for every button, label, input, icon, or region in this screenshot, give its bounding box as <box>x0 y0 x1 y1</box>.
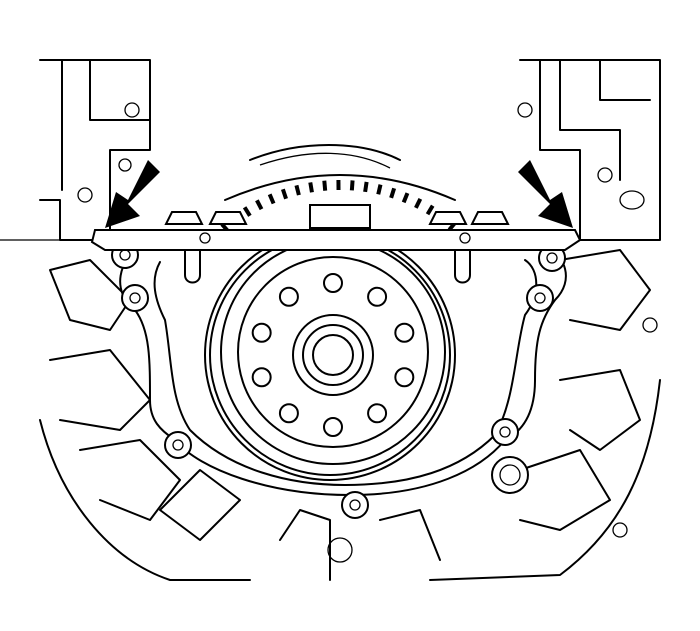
arrow-down-right-icon <box>105 160 160 228</box>
gear-tooth <box>425 204 435 216</box>
bolt-hole <box>367 286 388 307</box>
oil-pan-area <box>39 249 661 581</box>
gear-tooth <box>376 184 383 195</box>
bolt-head <box>428 211 468 225</box>
gear-tooth <box>242 206 252 217</box>
seal-housing <box>111 229 567 519</box>
mounting-bolt-hole <box>172 439 184 451</box>
mounting-bolt-hole <box>534 292 546 304</box>
upper-bolts <box>164 204 510 229</box>
mounting-bolt-hole <box>546 252 558 264</box>
mounting-ear <box>341 491 369 519</box>
arrow-down-left-icon <box>518 160 573 228</box>
mounting-ear <box>491 418 519 446</box>
bolt-hole <box>323 417 343 437</box>
gear-tooth <box>308 182 314 193</box>
bolt-hole <box>323 273 343 293</box>
bolt-head <box>164 211 204 225</box>
bolt-hole <box>394 322 415 343</box>
bolt-hole <box>394 367 415 388</box>
wiring-harness-2 <box>259 152 391 169</box>
mounting-ear <box>526 284 554 312</box>
gear-tooth <box>294 184 301 196</box>
bolt-hole <box>367 403 388 424</box>
gear-tooth <box>363 181 369 193</box>
bolt-hole <box>251 322 272 343</box>
mounting-ear <box>121 284 149 312</box>
mounting-ear <box>164 431 192 459</box>
gear-tooth <box>349 180 355 191</box>
gear-tooth <box>267 193 276 205</box>
bolt-hole <box>278 403 299 424</box>
gear-tooth <box>401 192 410 204</box>
gear-tooth <box>322 180 328 191</box>
engine-block <box>0 59 661 241</box>
gear-tooth <box>280 188 288 200</box>
gear-tooth <box>414 198 423 209</box>
bolt-hole <box>278 286 299 307</box>
gear-tooth <box>255 199 264 211</box>
seal-bracket <box>90 229 582 284</box>
mounting-bolt-hole <box>349 499 361 511</box>
mounting-bolt-hole <box>129 292 141 304</box>
mounting-bolt-hole <box>499 426 511 438</box>
bolt-head <box>470 211 510 225</box>
bolt-hole <box>251 367 272 388</box>
bolt-head <box>208 211 248 225</box>
center-block <box>309 204 371 229</box>
gear-tooth <box>389 187 397 199</box>
wiring-harness <box>249 144 401 161</box>
